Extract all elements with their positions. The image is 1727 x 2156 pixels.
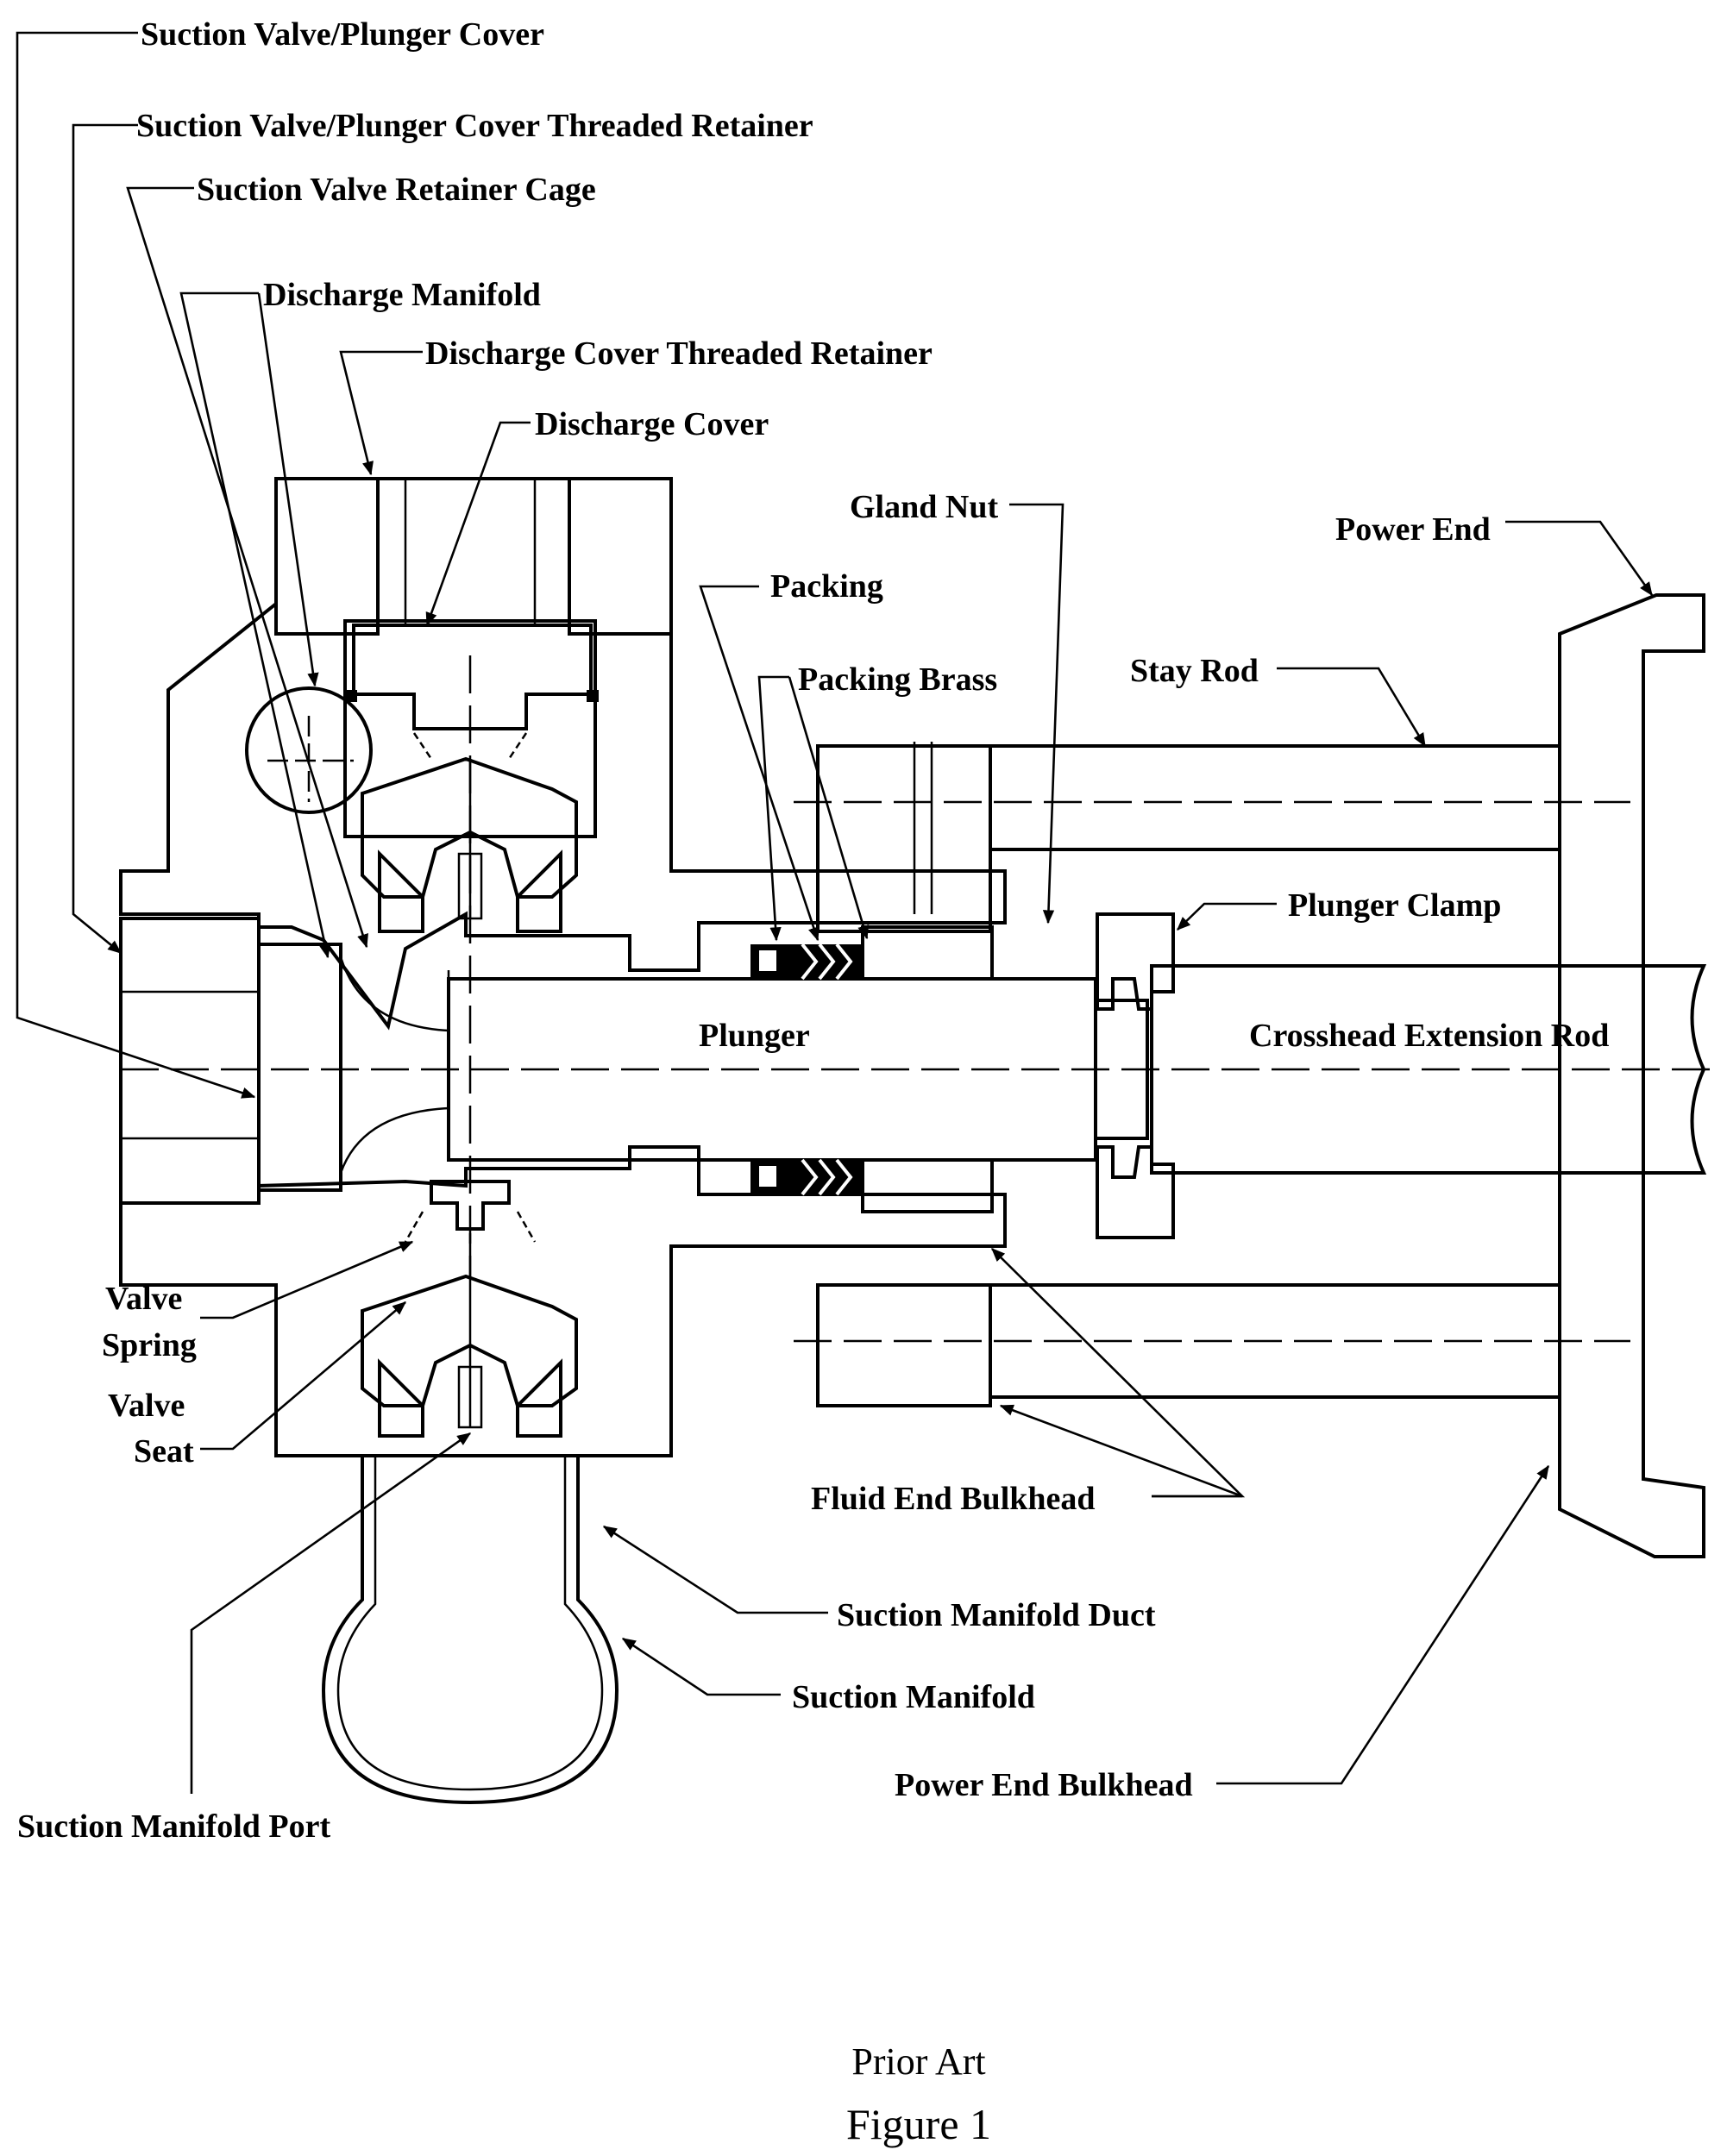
label-packing-brass: Packing Brass (798, 661, 997, 698)
label-discharge-cover: Discharge Cover (535, 406, 769, 442)
label-power-end: Power End (1335, 511, 1491, 548)
label-valve-spring-line2: Spring (102, 1327, 197, 1363)
label-suction-cover-threaded-retainer: Suction Valve/Plunger Cover Threaded Ret… (136, 108, 813, 144)
label-plunger: Plunger (699, 1018, 810, 1054)
caption-prior-art: Prior Art (851, 2040, 985, 2083)
label-crosshead-extension-rod: Crosshead Extension Rod (1249, 1018, 1609, 1054)
stay-rods-and-bulkhead (794, 595, 1704, 1557)
label-stay-rod: Stay Rod (1130, 653, 1259, 689)
label-discharge-manifold: Discharge Manifold (263, 277, 541, 313)
figure-caption: Prior Art Figure 1 (846, 2040, 991, 2148)
labels: Suction Valve/Plunger Cover Suction Valv… (17, 16, 1609, 1845)
label-power-end-bulkhead: Power End Bulkhead (895, 1767, 1193, 1803)
label-gland-nut: Gland Nut (850, 489, 998, 525)
label-valve-seat-line1: Valve (108, 1388, 185, 1424)
label-suction-valve-retainer-cage: Suction Valve Retainer Cage (197, 172, 596, 208)
label-suction-manifold: Suction Manifold (792, 1679, 1035, 1715)
label-discharge-cover-threaded-retainer: Discharge Cover Threaded Retainer (425, 335, 933, 372)
packing-assembly (750, 742, 992, 1212)
label-suction-valve-plunger-cover: Suction Valve/Plunger Cover (141, 16, 544, 53)
label-fluid-end-bulkhead: Fluid End Bulkhead (811, 1481, 1096, 1517)
caption-figure-number: Figure 1 (846, 2100, 991, 2148)
label-packing: Packing (770, 568, 883, 605)
label-valve-spring-line1: Valve (105, 1281, 182, 1317)
label-suction-manifold-port: Suction Manifold Port (17, 1808, 330, 1845)
label-plunger-clamp: Plunger Clamp (1288, 887, 1501, 924)
suction-cover (121, 918, 449, 1203)
label-suction-manifold-duct: Suction Manifold Duct (837, 1597, 1156, 1633)
suction-manifold (323, 1456, 617, 1802)
label-valve-seat-line2: Seat (134, 1433, 194, 1470)
